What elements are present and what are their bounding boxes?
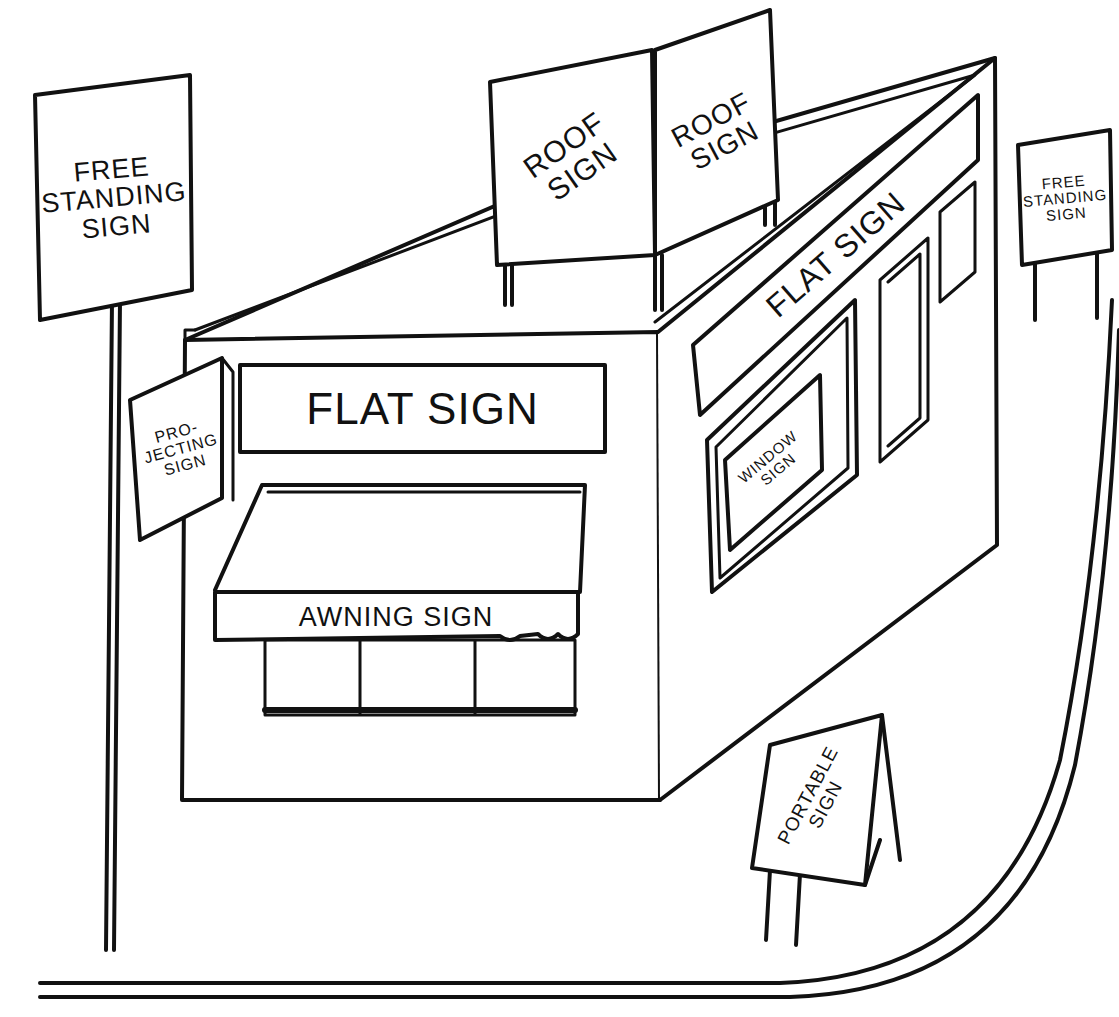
sign-panel: [215, 592, 578, 640]
flat-sign: FLAT SIGN: [688, 90, 983, 420]
flat-sign: FLAT SIGN: [236, 361, 609, 456]
projecting-sign: PRO- JECTING SIGN: [126, 354, 236, 544]
awning-sign: AWNING SIGN: [210, 588, 582, 646]
sign-label: FLAT SIGN: [704, 137, 968, 372]
window-sill: [265, 707, 575, 713]
building-front: [182, 332, 660, 800]
free-standing-sign: FREE STANDING SIGN: [1014, 126, 1116, 269]
sign-panel: [725, 375, 822, 550]
building-side: [658, 58, 997, 800]
sign-label: FLAT SIGN: [248, 385, 598, 431]
sign-label: FREE STANDING SIGN: [36, 149, 193, 247]
sign-panel: [490, 50, 655, 265]
storefront-window: [265, 640, 575, 715]
roof-sign: ROOF SIGN: [485, 45, 660, 270]
sign-panel: [693, 95, 978, 415]
sign-panel: [752, 715, 882, 885]
sign-pole: [106, 300, 120, 950]
sign-panel: [1018, 130, 1112, 265]
free-standing-sign: FREE STANDING SIGN: [30, 70, 198, 325]
parapet-line: [185, 330, 195, 340]
side-window: [940, 182, 975, 302]
sign-panel: [240, 365, 605, 452]
awning-edge: [268, 491, 580, 494]
sign-label: AWNING SIGN: [226, 603, 566, 631]
sign-panel: [35, 75, 192, 320]
sign-panel: [655, 10, 778, 255]
awning: [215, 485, 585, 592]
sign-label: FREE STANDING SIGN: [1020, 170, 1110, 225]
window-sign: WINDOW SIGN: [720, 370, 826, 555]
portable-sign: PORTABLE SIGN: [748, 710, 886, 890]
door: [880, 238, 928, 462]
roof-sign: ROOF SIGN: [650, 5, 785, 260]
